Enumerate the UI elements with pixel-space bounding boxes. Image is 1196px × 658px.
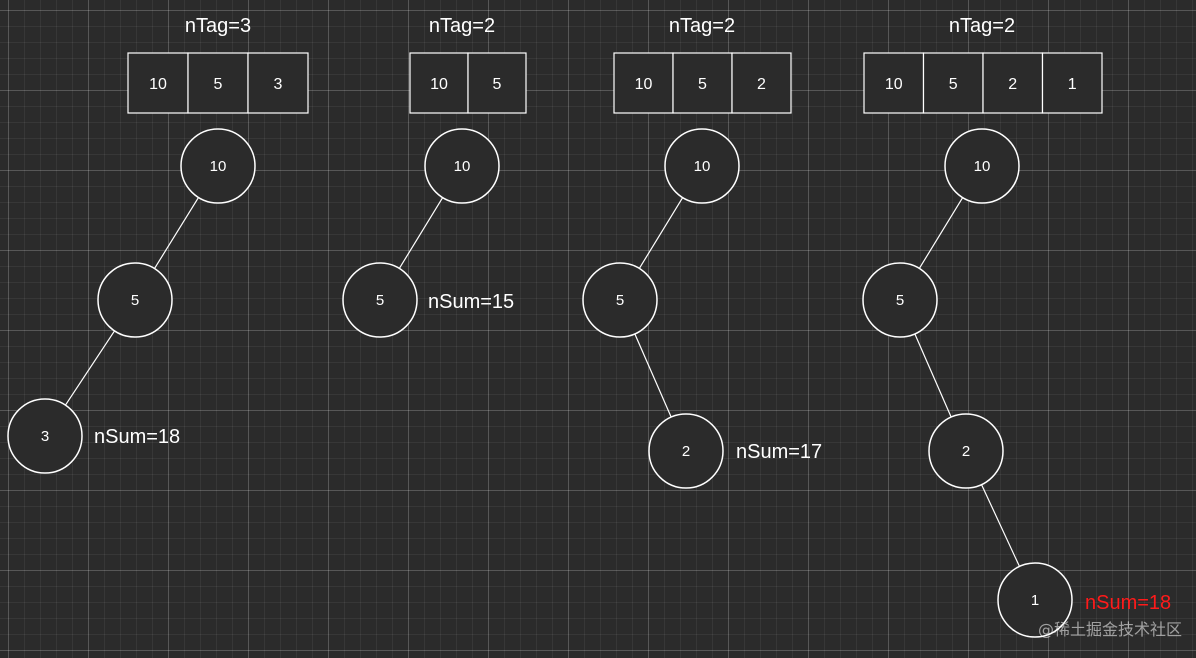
panel-title: nTag=2 — [949, 15, 1015, 37]
tree-node: 5 — [342, 262, 418, 338]
tree-edge — [64, 330, 116, 406]
tree-node: 2 — [928, 413, 1004, 489]
array-cell-value: 5 — [214, 76, 223, 93]
array-cell-value: 10 — [635, 76, 653, 93]
tree-node-value: 5 — [896, 292, 904, 309]
sum-label: nSum=17 — [736, 441, 822, 463]
tree-panel: nTag=3 10 5 3 10 5 3 nSum=18 — [7, 15, 309, 474]
array-cell: 5 — [672, 52, 733, 114]
array-cell: 5 — [467, 52, 527, 114]
array-cell-value: 5 — [493, 76, 502, 93]
array-cell-value: 5 — [949, 76, 958, 93]
tree-node-value: 2 — [682, 443, 690, 460]
tree-node: 5 — [97, 262, 173, 338]
tree-node-value: 10 — [694, 158, 711, 175]
watermark: @稀土掘金技术社区 — [1037, 620, 1182, 639]
tree-node-value: 2 — [962, 443, 970, 460]
tree-node: 10 — [944, 128, 1020, 204]
tree-node: 10 — [664, 128, 740, 204]
array-cell-value: 5 — [698, 76, 707, 93]
panel-title: nTag=2 — [669, 15, 735, 37]
tree-panel: nTag=2 10 5 10 5 nSum=15 — [342, 15, 527, 338]
tree-edge — [981, 484, 1020, 567]
tree-edge — [634, 333, 672, 418]
tree-node: 10 — [180, 128, 256, 204]
array-cell: 2 — [731, 52, 792, 114]
array-cell: 10 — [863, 52, 925, 114]
array-cell-value: 2 — [1008, 76, 1017, 93]
tree-node-value: 10 — [210, 158, 227, 175]
sum-label: nSum=15 — [428, 291, 514, 313]
tree-node: 2 — [648, 413, 724, 489]
tree-node-value: 5 — [131, 292, 139, 309]
tree-node-value: 5 — [616, 292, 624, 309]
array-cell: 5 — [922, 52, 984, 114]
tree-edge — [153, 197, 200, 269]
tree-panel: nTag=2 10 5 2 10 5 2 nSum=17 — [582, 15, 822, 489]
array-cell: 1 — [1041, 52, 1103, 114]
array-cell-value: 1 — [1068, 76, 1077, 93]
array-cell: 2 — [982, 52, 1044, 114]
array-cell-value: 10 — [885, 76, 903, 93]
sum-label: nSum=18 — [1085, 592, 1171, 614]
tree-node-value: 5 — [376, 292, 384, 309]
tree-node-value: 1 — [1031, 592, 1039, 609]
tree-node: 5 — [862, 262, 938, 338]
array-cell: 3 — [247, 52, 309, 114]
tree-edge — [918, 197, 964, 269]
tree-node-value: 3 — [41, 428, 49, 445]
sum-label: nSum=18 — [94, 426, 180, 448]
tree-node: 5 — [582, 262, 658, 338]
tree-edge — [398, 197, 444, 269]
array-cell-value: 10 — [430, 76, 448, 93]
array-cell: 10 — [613, 52, 674, 114]
array-cell: 10 — [127, 52, 189, 114]
tree-edge — [638, 197, 684, 269]
array-cell: 10 — [409, 52, 469, 114]
tree-node: 10 — [424, 128, 500, 204]
panel-title: nTag=3 — [185, 15, 251, 37]
array-cell-value: 3 — [274, 76, 283, 93]
panel-title: nTag=2 — [429, 15, 495, 37]
tree-node: 1 — [997, 562, 1073, 638]
tree-node-value: 10 — [454, 158, 471, 175]
tree-panel: nTag=2 10 5 2 1 10 5 2 1 nSum=18 — [862, 15, 1171, 638]
tree-node-value: 10 — [974, 158, 991, 175]
tree-edge — [914, 333, 952, 418]
array-cell-value: 10 — [149, 76, 167, 93]
tree-node: 3 — [7, 398, 83, 474]
array-cell: 5 — [187, 52, 249, 114]
array-cell-value: 2 — [757, 76, 766, 93]
